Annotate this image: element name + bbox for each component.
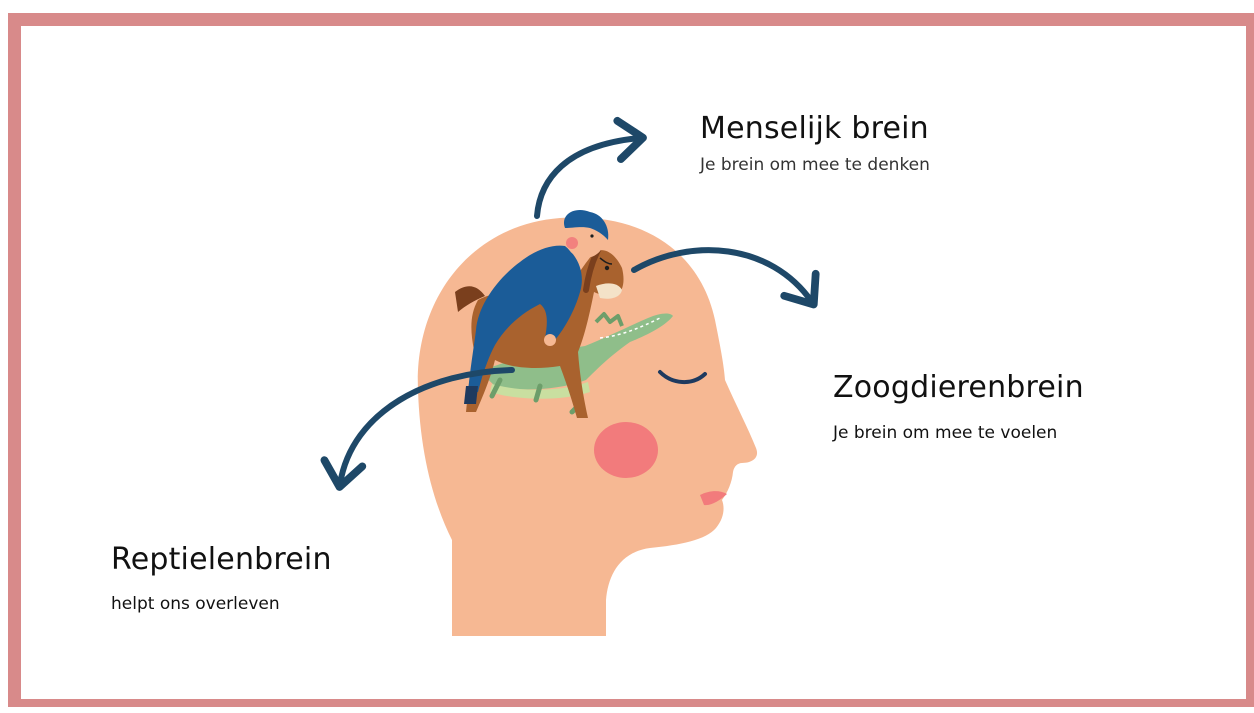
human-brain-subtitle: Je brein om mee te denken bbox=[700, 155, 930, 175]
arrow-to-human-brain bbox=[537, 138, 640, 216]
reptile-brain-title: Reptielenbrein bbox=[111, 542, 332, 577]
reptile-brain-subtitle: helpt ons overleven bbox=[111, 594, 280, 614]
human-brain-title: Menselijk brein bbox=[700, 111, 929, 146]
mammal-brain-subtitle: Je brein om mee te voelen bbox=[833, 423, 1057, 443]
cheek bbox=[594, 422, 658, 478]
mammal-brain-title: Zoogdierenbrein bbox=[833, 370, 1084, 405]
